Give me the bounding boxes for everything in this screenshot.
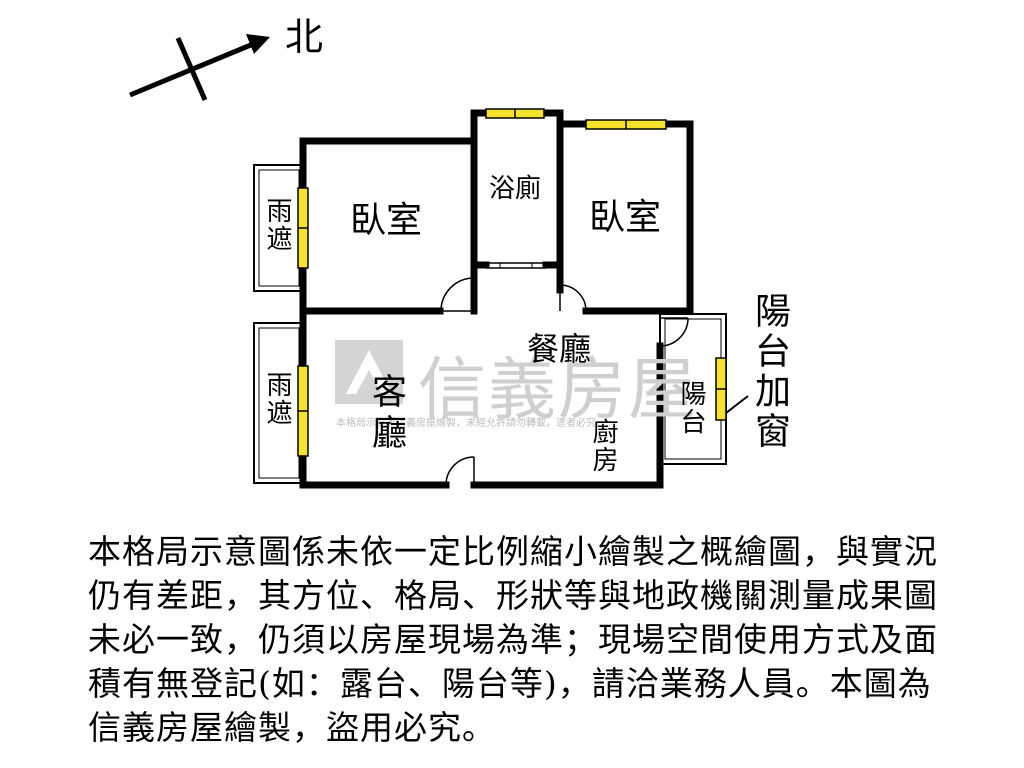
room-label-dining-room: 餐廳 [527, 330, 592, 368]
room-label-balcony: 陽台 [676, 380, 706, 436]
balcony-note-leader [725, 395, 749, 414]
floor-plan [129, 34, 749, 489]
watermark-brand: 信義房屋 [418, 351, 699, 430]
door-swings [440, 277, 689, 486]
balcony-window-note: 陽台加窗 [749, 292, 790, 452]
room-label-bedroom-left: 臥室 [350, 200, 423, 241]
room-label-rain-shelter-top: 雨遮 [262, 197, 292, 253]
watermark-logo-icon [335, 340, 403, 404]
bathroom-door [486, 262, 546, 269]
room-label-bedroom-right: 臥室 [589, 197, 662, 238]
room-label-living-room: 客廳 [366, 373, 406, 455]
disclaimer-text: 本格局示意圖係未依一定比例縮小繪製之概繪圖，與實況仍有差距，其方位、格局、形狀等… [88, 532, 938, 747]
watermark-small-text: 本格局示意圖信義房屋繪製，未經允許請勿轉載，違者必究 [336, 418, 596, 429]
north-label: 北 [285, 15, 324, 59]
room-label-rain-shelter-bottom: 雨遮 [262, 371, 292, 427]
room-label-kitchen: 廚房 [588, 418, 618, 474]
north-arrow-icon [129, 34, 270, 101]
windows [297, 108, 727, 457]
room-label-bathroom: 浴廁 [489, 174, 542, 204]
